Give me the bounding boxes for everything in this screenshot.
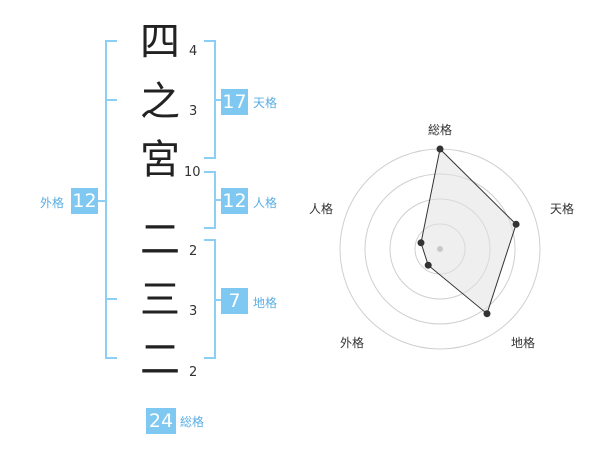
name-char-6: 二 (140, 337, 180, 383)
tenkaku-value-badge: 17 (221, 89, 248, 115)
gaikaku-bracket (105, 40, 117, 359)
stroke-count-1: 4 (189, 44, 198, 59)
radar-axis-label-gaikaku: 外格 (340, 336, 365, 350)
name-char-1: 四 (140, 19, 180, 65)
name-char-5: 三 (140, 277, 180, 323)
tenkaku-label: 天格 (253, 96, 278, 110)
name-char-4: 二 (140, 217, 180, 263)
radar-point-5 (417, 239, 425, 247)
stroke-count-3: 10 (184, 165, 201, 180)
radar-axis-label-soukaku: 総格 (428, 123, 453, 137)
soukaku-label: 総格 (180, 415, 205, 429)
stroke-count-6: 2 (189, 365, 198, 380)
radar-point-3 (483, 310, 491, 318)
radar-axis-label-chikaku: 地格 (511, 336, 536, 350)
radar-axis-label-tenkaku: 天格 (550, 202, 575, 216)
radar-axis-label-jinkaku: 人格 (309, 202, 334, 216)
radar-center-dot (437, 246, 443, 252)
stroke-count-4: 2 (189, 244, 198, 259)
gaikaku-label: 外格 (40, 196, 65, 210)
chikaku-label: 地格 (253, 296, 278, 310)
radar-point-2 (512, 220, 520, 228)
radar-point-4 (424, 261, 432, 269)
stroke-count-5: 3 (189, 304, 198, 319)
name-char-2: 之 (140, 79, 180, 125)
radar-point-1 (436, 145, 444, 153)
radar-series-polygon (420, 147, 517, 315)
jinkaku-value-badge: 12 (221, 188, 248, 214)
jinkaku-label: 人格 (253, 196, 278, 210)
chikaku-value-badge: 7 (221, 288, 248, 314)
soukaku-value-badge: 24 (146, 408, 176, 434)
gaikaku-value-badge: 12 (71, 188, 98, 214)
name-char-3: 宮 (140, 137, 180, 183)
stroke-count-2: 3 (189, 104, 198, 119)
